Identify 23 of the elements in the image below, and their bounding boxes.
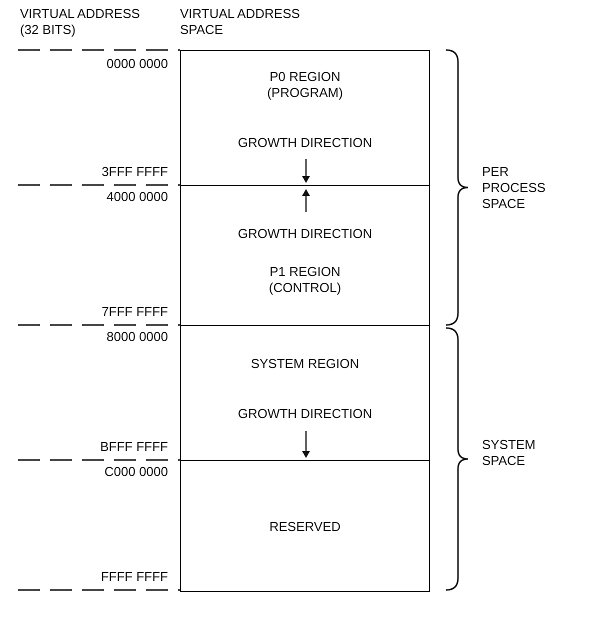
address-label: C000 0000	[103, 464, 168, 480]
address-label: BFFF FFFF	[99, 439, 168, 455]
column-heading: VIRTUAL ADDRESS (32 BITS)	[20, 6, 141, 38]
region-label: GROWTH DIRECTION	[236, 135, 374, 151]
bracket-label: PER PROCESS SPACE	[482, 164, 547, 212]
memory-region-box	[180, 50, 430, 186]
region-label: GROWTH DIRECTION	[236, 226, 374, 242]
address-label: FFFF FFFF	[100, 569, 168, 585]
address-label: 7FFF FFFF	[100, 304, 168, 320]
region-label: RESERVED	[268, 519, 342, 535]
region-label: GROWTH DIRECTION	[236, 406, 374, 422]
bracket-label: SYSTEM SPACE	[482, 437, 536, 469]
region-label: P1 REGION (CONTROL)	[268, 264, 342, 296]
address-label: 0000 0000	[106, 56, 168, 72]
address-label: 4000 0000	[106, 189, 168, 205]
region-label: SYSTEM REGION	[250, 356, 360, 372]
address-label: 8000 0000	[106, 329, 168, 345]
address-label: 3FFF FFFF	[100, 164, 168, 180]
memory-region-box	[180, 185, 430, 326]
region-label: P0 REGION (PROGRAM)	[266, 69, 344, 101]
memory-region-box	[180, 460, 430, 592]
memory-region-box	[180, 325, 430, 462]
column-heading: VIRTUAL ADDRESS SPACE	[180, 6, 301, 38]
